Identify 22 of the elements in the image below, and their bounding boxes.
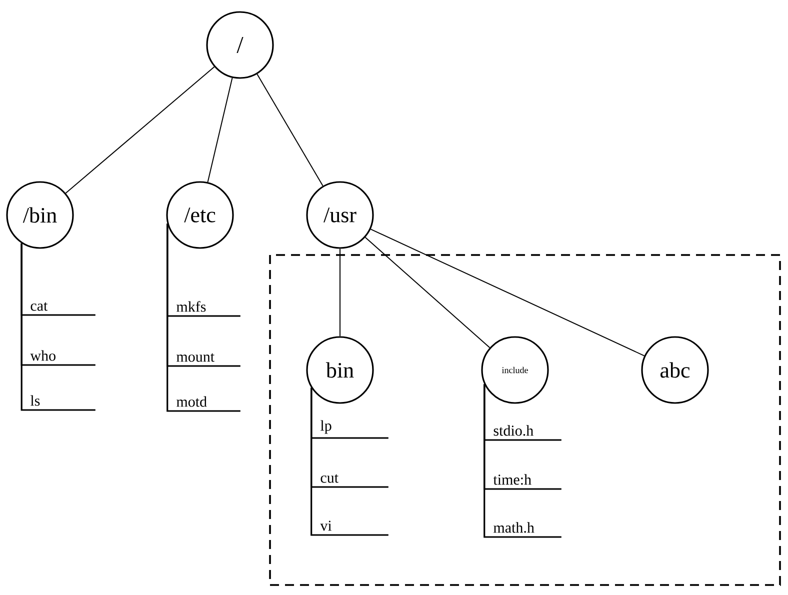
tree-line [370,228,645,356]
dashed-box [269,254,781,586]
file-name: ls [30,395,40,406]
tree-line [364,236,490,348]
tree-line [207,77,233,183]
tree-branch [484,384,562,538]
file-name: cat [30,302,48,311]
tree-line [65,66,215,194]
file-name: vi [320,520,332,531]
file-name: math.h [494,522,534,533]
file-name: mount [176,353,214,362]
tree-branch [20,243,96,411]
file-name: time:h [493,474,532,485]
file-name: lp [320,420,332,434]
file-name: stdio.h [494,425,534,436]
file-name: motd [176,396,207,407]
tree-line [256,74,324,186]
tree-branch [310,388,388,536]
file-name: mkfs [176,301,206,312]
tree-branch [166,224,240,412]
file-name: who [30,350,56,361]
file-name: cut [320,474,338,483]
